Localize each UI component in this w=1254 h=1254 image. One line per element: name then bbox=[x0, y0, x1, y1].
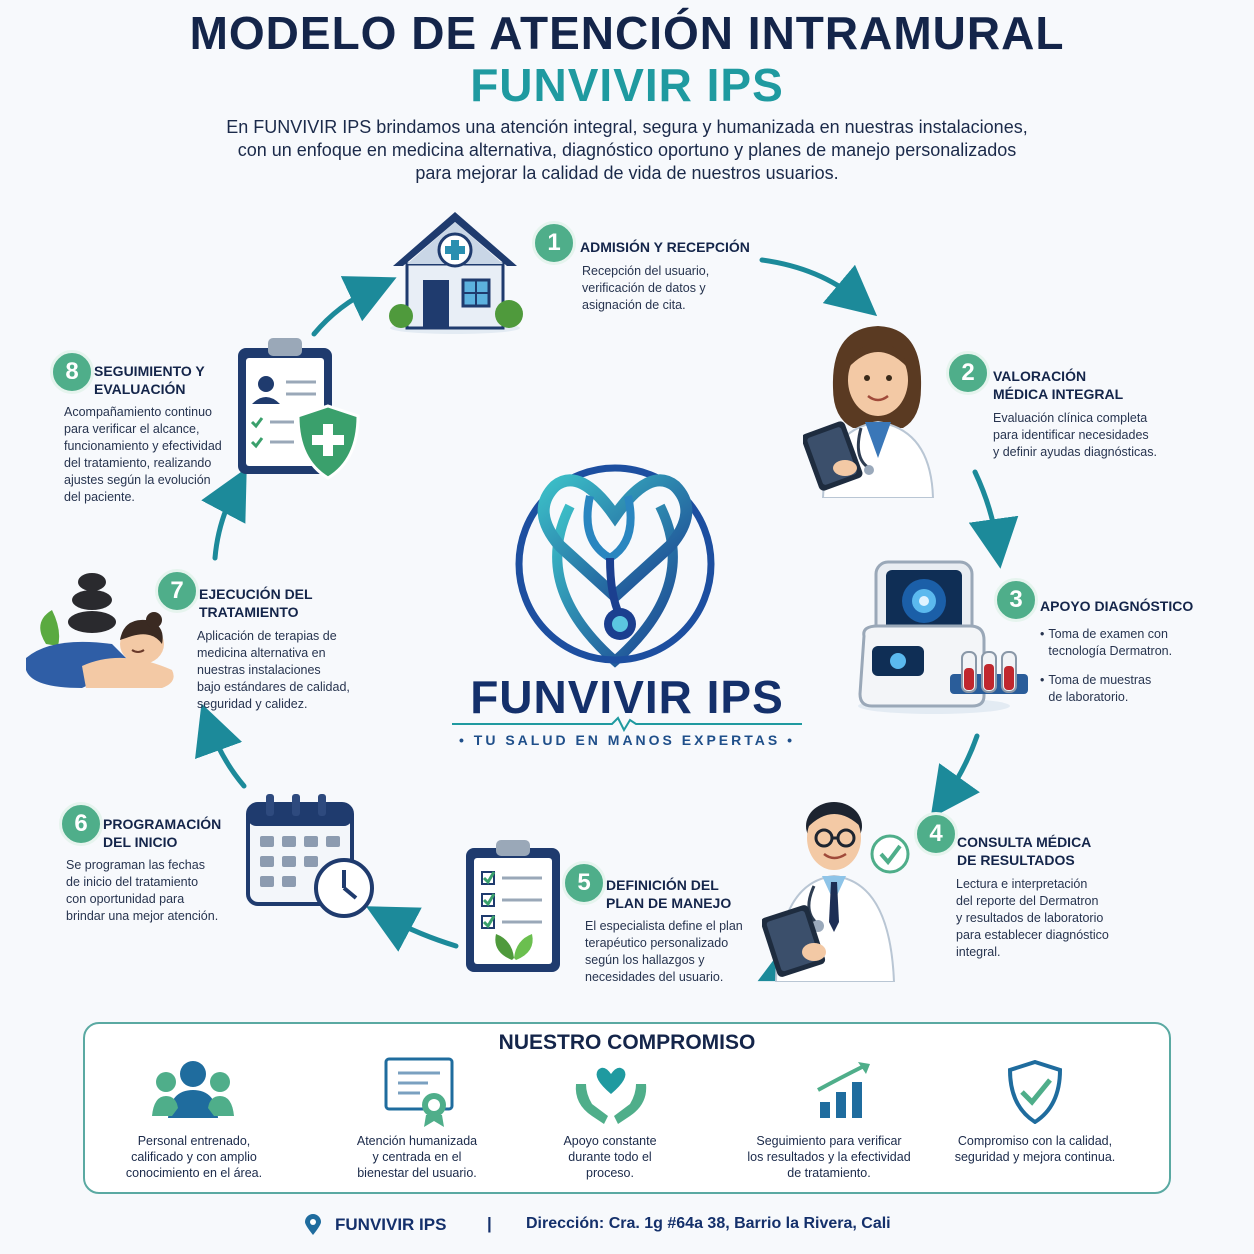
female-doctor-icon bbox=[803, 326, 935, 498]
calendar-clock-icon bbox=[246, 794, 374, 918]
commitment-title: NUESTRO COMPROMISO bbox=[498, 1031, 756, 1054]
step-4-number: 4 bbox=[914, 812, 958, 856]
step-4-description: Lectura e interpretación del reporte del… bbox=[956, 877, 1109, 959]
commitment-item-3: Apoyo constante durante todo el proceso. bbox=[563, 1134, 657, 1180]
team-icon bbox=[152, 1061, 234, 1118]
arrow-2-3 bbox=[968, 469, 1019, 569]
page-subtitle: FUNVIVIR IPS bbox=[470, 59, 784, 111]
step-6-number: 6 bbox=[59, 802, 103, 846]
step-5-title: DEFINICIÓN DEL PLAN DE MANEJO bbox=[606, 877, 732, 911]
step-1-description: Recepción del usuario, verificación de d… bbox=[582, 264, 710, 312]
growth-chart-icon bbox=[817, 1062, 870, 1118]
step-1-number: 1 bbox=[532, 221, 576, 265]
commitment-item-5: Compromiso con la calidad, seguridad y m… bbox=[954, 1134, 1116, 1164]
logo-wordmark: FUNVIVIR IPS bbox=[470, 671, 784, 723]
step-6-title: PROGRAMACIÓN DEL INICIO bbox=[103, 816, 222, 850]
step-3-bullet-2: Toma de muestras de laboratorio. bbox=[1048, 673, 1152, 704]
certificate-icon bbox=[384, 1057, 454, 1127]
step-7-description: Aplicación de terapias de medicina alter… bbox=[197, 629, 350, 711]
commitment-item-4: Seguimiento para verificar los resultado… bbox=[747, 1134, 911, 1180]
arrow-7-8 bbox=[201, 467, 247, 561]
step-6-description: Se programan las fechas de inicio del tr… bbox=[66, 858, 219, 923]
footer-address: Dirección: Cra. 1g #64a 38, Barrio la Ri… bbox=[526, 1215, 891, 1232]
logo-tagline: • TU SALUD EN MANOS EXPERTAS • bbox=[458, 732, 795, 748]
location-pin-icon bbox=[305, 1214, 321, 1235]
step-3-bullet-item: • Toma de examen con tecnología Dermatro… bbox=[1040, 627, 1173, 658]
shield-check-icon bbox=[1008, 1060, 1062, 1124]
step-3-bullet-1: Toma de examen con tecnología Dermatron. bbox=[1048, 627, 1173, 658]
step-3-bullet-list: • Toma de examen con tecnología Dermatro… bbox=[1040, 626, 1172, 706]
footer-separator: | bbox=[487, 1214, 492, 1233]
step-2-description: Evaluación clínica completa para identif… bbox=[993, 411, 1157, 459]
spa-therapy-icon bbox=[26, 573, 174, 688]
step-4-title: CONSULTA MÉDICA DE RESULTADOS bbox=[957, 834, 1092, 868]
step-7-number: 7 bbox=[155, 569, 199, 613]
step-3-title: APOYO DIAGNÓSTICO bbox=[1040, 598, 1194, 614]
heartbeat-line-icon bbox=[452, 716, 802, 732]
step-8-number: 8 bbox=[50, 350, 94, 394]
commitment-item-2: Atención humanizada y centrada en el bie… bbox=[356, 1134, 478, 1180]
arrow-1-2 bbox=[759, 257, 878, 317]
page-title: MODELO DE ATENCIÓN INTRAMURAL bbox=[189, 7, 1065, 59]
step-8-description: Acompañamiento continuo para verificar e… bbox=[64, 405, 222, 504]
hands-heart-icon bbox=[575, 1067, 647, 1124]
footer-brand: FUNVIVIR IPS bbox=[335, 1215, 447, 1234]
house-icon bbox=[389, 212, 523, 334]
diagnostic-device-icon bbox=[858, 560, 1028, 714]
intro-text: En FUNVIVIR IPS brindamos una atención i… bbox=[226, 117, 1028, 183]
step-3-number: 3 bbox=[994, 578, 1038, 622]
step-2-title: VALORACIÓN MÉDICA INTEGRAL bbox=[993, 368, 1124, 402]
step-5-number: 5 bbox=[562, 861, 606, 905]
step-3-bullet-item: • Toma de muestras de laboratorio. bbox=[1040, 673, 1152, 704]
commitment-item-1: Personal entrenado, calificado y con amp… bbox=[125, 1134, 263, 1180]
step-2-number: 2 bbox=[946, 351, 990, 395]
followup-clipboard-shield-icon bbox=[238, 338, 360, 480]
step-8-title: SEGUIMIENTO Y EVALUACIÓN bbox=[94, 363, 205, 397]
treatment-plan-clipboard-icon bbox=[466, 840, 560, 972]
step-7-title: EJECUCIÓN DEL TRATAMIENTO bbox=[199, 586, 313, 620]
arrow-6-7 bbox=[195, 703, 247, 789]
arrow-3-4 bbox=[930, 733, 980, 819]
step-1-title: ADMISIÓN Y RECEPCIÓN bbox=[580, 239, 750, 255]
step-5-description: El especialista define el plan terapéuti… bbox=[585, 919, 743, 984]
male-doctor-icon bbox=[762, 802, 910, 982]
heart-stethoscope-icon bbox=[515, 464, 715, 668]
arrow-8-1 bbox=[311, 276, 397, 337]
arrow-5-6 bbox=[365, 906, 459, 952]
